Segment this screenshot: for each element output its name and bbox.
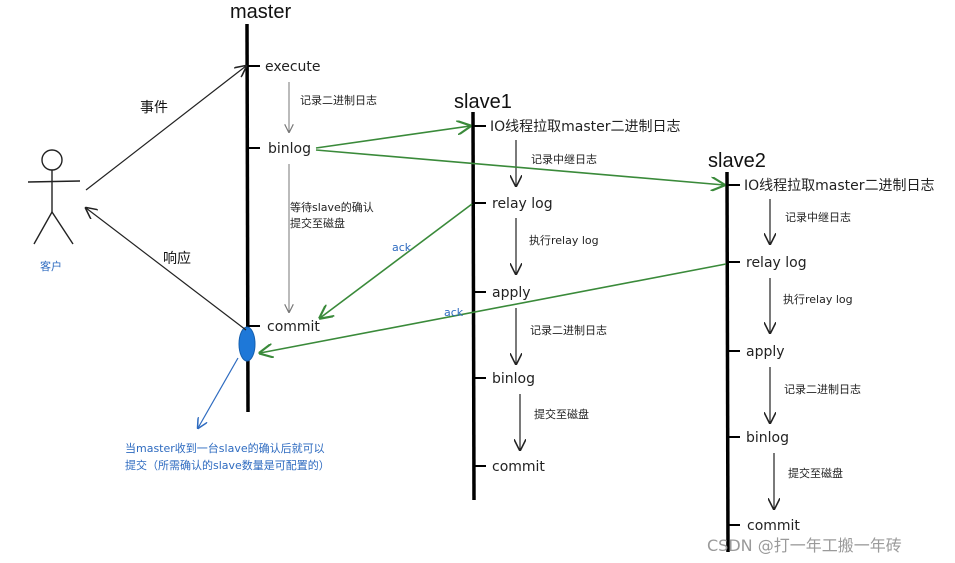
binlog-to-slave1-arrow	[315, 126, 470, 149]
slave2-note-exec-relay: 执行relay log	[783, 292, 853, 306]
client-label: 客户	[40, 259, 62, 273]
slave1-note-exec-relay: 执行relay log	[529, 233, 599, 247]
ack2-label: ack	[444, 306, 464, 319]
slave1-step-relay: relay log	[492, 196, 553, 212]
slave1-title: slave1	[454, 91, 512, 113]
slave1-step-io: IO线程拉取master二进制日志	[490, 119, 681, 135]
slave1-lifeline	[471, 111, 476, 501]
slave1-note-record-relay: 记录中继日志	[531, 153, 597, 166]
master-note-wait-line1: 等待slave的确认	[290, 200, 374, 214]
client-stick-figure	[27, 149, 81, 245]
master-step-execute: execute	[265, 59, 321, 75]
slave2-ack-arrow	[260, 263, 727, 353]
commit-ack-ellipse	[238, 326, 256, 362]
slave1-ack-arrow	[320, 203, 473, 318]
slave2-step-commit: commit	[747, 518, 800, 534]
client-event-arrow	[85, 66, 246, 191]
csdn-watermark: CSDN @打一年工搬一年砖	[707, 536, 902, 555]
slave2-step-binlog: binlog	[746, 430, 789, 446]
master-note-wait-line2: 提交至磁盘	[290, 216, 345, 230]
master-title: master	[230, 1, 291, 23]
slave1-note-commit-disk: 提交至磁盘	[534, 407, 589, 421]
slave2-step-io: IO线程拉取master二进制日志	[744, 178, 935, 194]
slave1-note-record-binlog: 记录二进制日志	[530, 324, 607, 337]
slave1-step-binlog: binlog	[492, 371, 535, 387]
binlog-to-slave2-arrow	[315, 149, 724, 185]
annotation-pointer-arrow	[198, 357, 239, 428]
slave1-step-commit: commit	[492, 459, 545, 475]
master-step-commit: commit	[267, 319, 320, 335]
annotation-line1: 当master收到一台slave的确认后就可以	[125, 441, 325, 455]
client-response-arrow	[86, 208, 247, 331]
slave2-step-apply: apply	[746, 344, 785, 360]
slave2-step-relay: relay log	[746, 255, 807, 271]
master-note-record-binlog: 记录二进制日志	[300, 94, 377, 107]
client-event-label: 事件	[140, 100, 168, 116]
slave1-step-apply: apply	[492, 285, 531, 301]
annotation-line2: 提交（所需确认的slave数量是可配置的）	[125, 458, 330, 472]
slave2-note-commit-disk: 提交至磁盘	[788, 466, 843, 480]
slave2-note-record-binlog: 记录二进制日志	[784, 383, 861, 396]
slave2-lifeline	[725, 171, 730, 553]
slave2-title: slave2	[708, 150, 766, 172]
client-response-label: 响应	[163, 250, 191, 267]
ack1-label: ack	[392, 241, 412, 254]
slave2-note-record-relay: 记录中继日志	[785, 211, 851, 224]
master-step-binlog: binlog	[268, 141, 311, 157]
